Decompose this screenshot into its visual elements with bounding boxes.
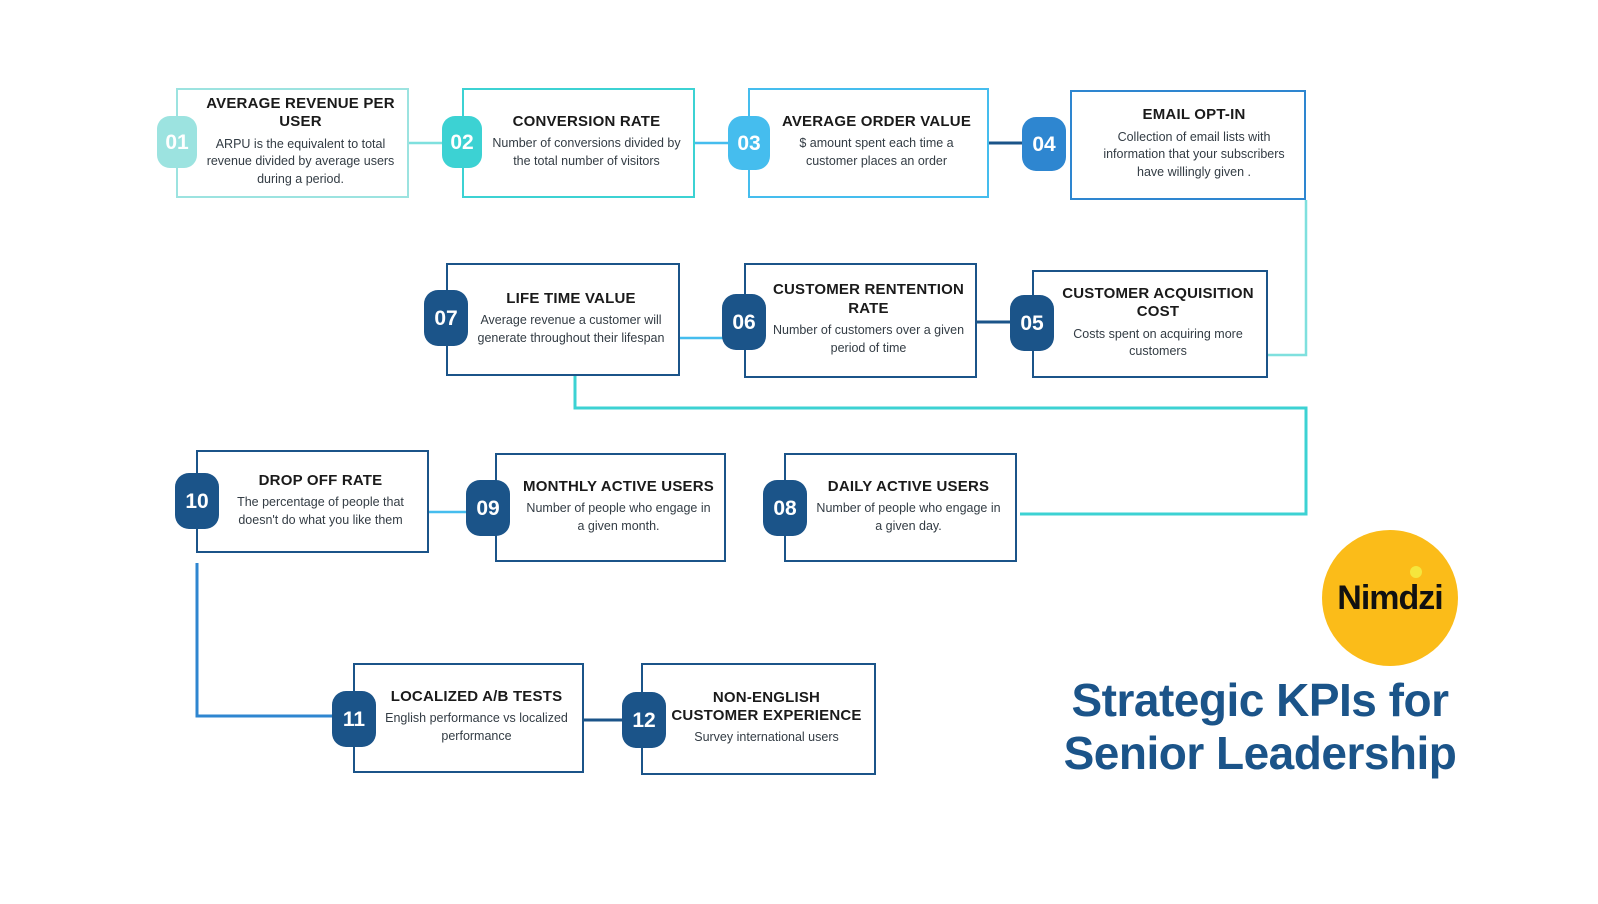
- kpi-description: Number of customers over a given period …: [772, 323, 965, 355]
- step-badge-11[interactable]: 11: [332, 691, 376, 747]
- kpi-title: DAILY ACTIVE USERS: [827, 477, 990, 495]
- kpi-title: LIFE TIME VALUE: [506, 289, 636, 307]
- kpi-card-03[interactable]: AVERAGE ORDER VALUE $ amount spent each …: [748, 88, 989, 198]
- step-badge-07[interactable]: 07: [424, 290, 468, 346]
- kpi-card-01[interactable]: AVERAGE REVENUE PER USER ARPU is the equ…: [176, 88, 409, 198]
- nimdzi-logo-dot: [1410, 566, 1422, 578]
- kpi-title: NON-ENGLISH CUSTOMER EXPERIENCE: [671, 688, 862, 725]
- kpi-card-02[interactable]: CONVERSION RATE Number of conversions di…: [462, 88, 695, 198]
- step-badge-03[interactable]: 03: [728, 116, 770, 170]
- step-badge-number: 11: [342, 707, 366, 731]
- step-badge-number: 12: [632, 708, 656, 732]
- step-badge-number: 02: [450, 130, 474, 154]
- kpi-title: CUSTOMER RENTENTION RATE: [772, 281, 965, 317]
- kpi-description: $ amount spent each time a customer plac…: [799, 136, 954, 169]
- kpi-card-12[interactable]: NON-ENGLISH CUSTOMER EXPERIENCE Survey i…: [641, 663, 876, 775]
- step-badge-04[interactable]: 04: [1022, 117, 1066, 171]
- step-badge-number: 10: [185, 489, 209, 513]
- step-badge-09[interactable]: 09: [466, 480, 510, 536]
- kpi-title: DROP OFF RATE: [258, 471, 383, 489]
- kpi-description: ARPU is the equivalent to total revenue …: [206, 136, 395, 187]
- step-badge-number: 07: [434, 306, 458, 330]
- step-badge-01[interactable]: 01: [157, 116, 197, 168]
- kpi-card-07[interactable]: LIFE TIME VALUE Average revenue a custom…: [446, 263, 680, 376]
- step-badge-number: 04: [1032, 132, 1056, 156]
- nimdzi-wordmark: Nimdzi: [1337, 578, 1443, 617]
- kpi-card-10[interactable]: DROP OFF RATE The percentage of people t…: [196, 450, 429, 553]
- step-badge-12[interactable]: 12: [622, 692, 666, 748]
- step-badge-05[interactable]: 05: [1010, 295, 1054, 351]
- step-badge-number: 03: [737, 131, 761, 155]
- kpi-card-11[interactable]: LOCALIZED A/B TESTS English performance …: [353, 663, 584, 773]
- kpi-description: Collection of email lists with informati…: [1103, 129, 1285, 180]
- page-title: Strategic KPIs for Senior Leadership: [1020, 674, 1500, 781]
- step-badge-number: 08: [773, 496, 797, 520]
- kpi-card-09[interactable]: MONTHLY ACTIVE USERS Number of people wh…: [495, 453, 726, 562]
- step-badge-08[interactable]: 08: [763, 480, 807, 536]
- page-title-line1: Strategic KPIs for: [1071, 674, 1450, 726]
- step-badge-number: 09: [476, 496, 500, 520]
- kpi-description: English performance vs localized perform…: [385, 711, 568, 744]
- kpi-title: CUSTOMER ACQUISITION COST: [1062, 284, 1254, 321]
- nimdzi-logo: Nimdzi: [1322, 530, 1458, 666]
- kpi-card-06[interactable]: CUSTOMER RENTENTION RATE Number of custo…: [744, 263, 977, 378]
- kpi-title: AVERAGE ORDER VALUE: [781, 113, 972, 131]
- kpi-description: Number of people who engage in a given m…: [526, 500, 711, 533]
- step-badge-06[interactable]: 06: [722, 294, 766, 350]
- page-title-line2: Senior Leadership: [1063, 727, 1457, 780]
- kpi-description: Costs spent on acquiring more customers: [1073, 326, 1243, 359]
- step-badge-number: 05: [1020, 311, 1044, 335]
- kpi-card-04[interactable]: EMAIL OPT-IN Collection of email lists w…: [1070, 90, 1306, 200]
- step-badge-number: 06: [732, 310, 756, 334]
- kpi-description: The percentage of people that doesn't do…: [237, 494, 404, 527]
- kpi-card-08[interactable]: DAILY ACTIVE USERS Number of people who …: [784, 453, 1017, 562]
- kpi-card-05[interactable]: CUSTOMER ACQUISITION COST Costs spent on…: [1032, 270, 1268, 378]
- kpi-description: Average revenue a customer will generate…: [477, 312, 665, 345]
- kpi-title: LOCALIZED A/B TESTS: [390, 688, 563, 706]
- kpi-description: Number of conversions divided by the tot…: [492, 136, 681, 169]
- kpi-description: Number of people who engage in a given d…: [816, 500, 1001, 533]
- step-badge-10[interactable]: 10: [175, 473, 219, 529]
- kpi-title: MONTHLY ACTIVE USERS: [523, 477, 714, 495]
- kpi-title: EMAIL OPT-IN: [1142, 106, 1246, 124]
- kpi-description: Survey international users: [694, 730, 839, 745]
- kpi-title: CONVERSION RATE: [512, 113, 661, 131]
- step-badge-number: 01: [165, 130, 189, 154]
- step-badge-02[interactable]: 02: [442, 116, 482, 168]
- kpi-title: AVERAGE REVENUE PER USER: [206, 95, 395, 131]
